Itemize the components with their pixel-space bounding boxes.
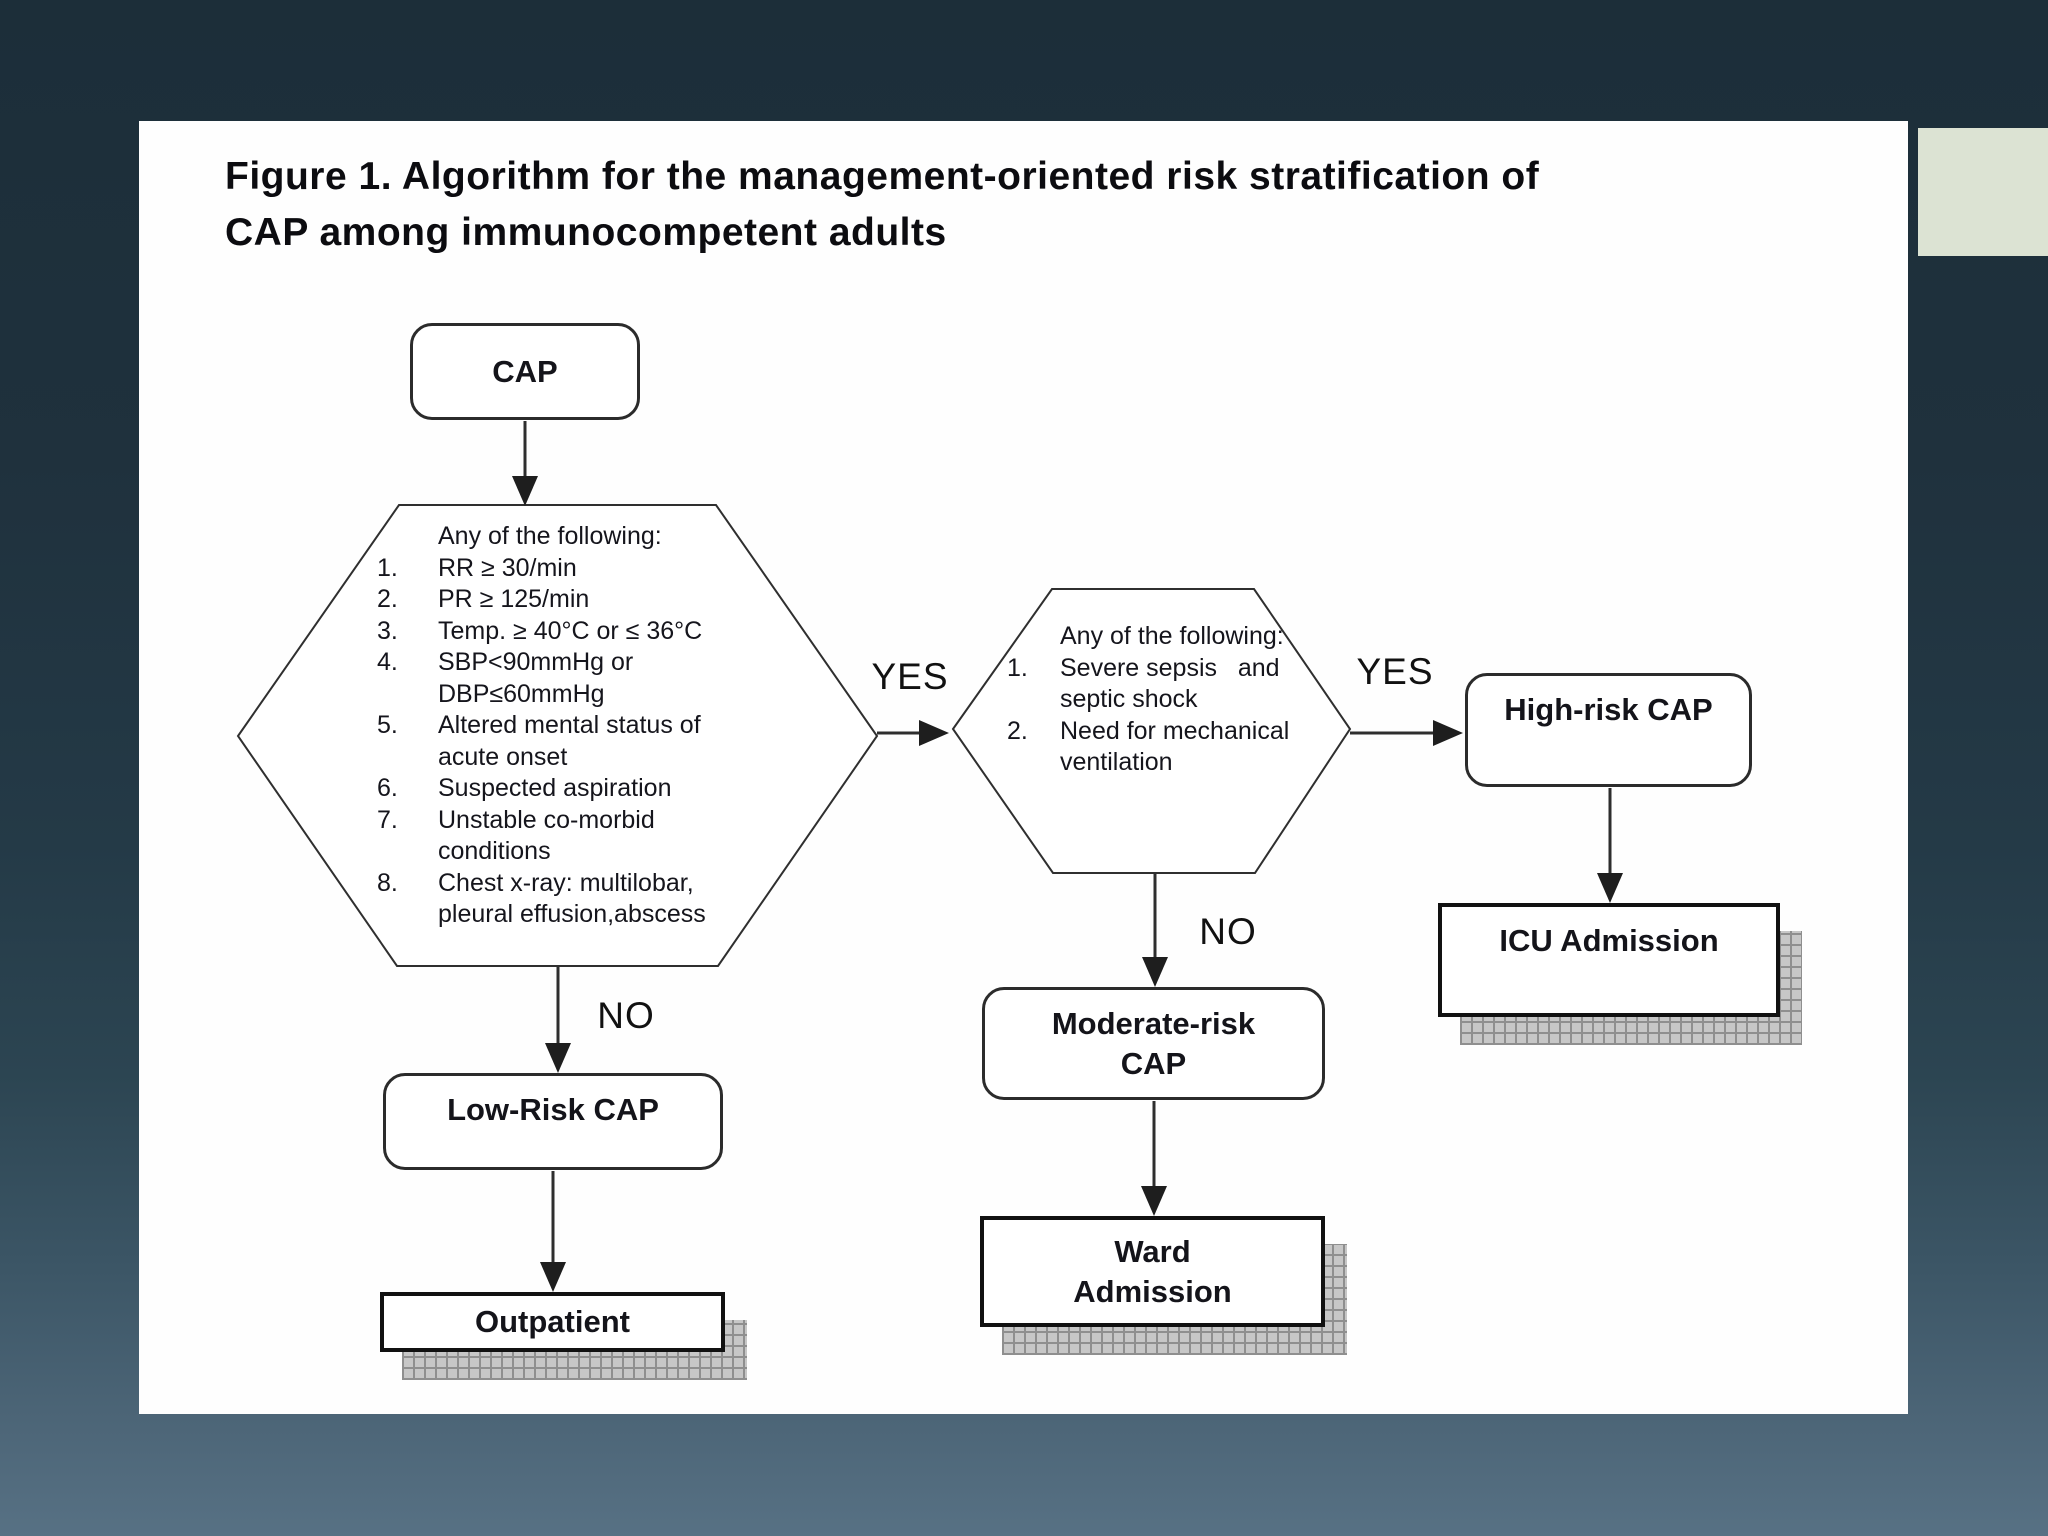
- criteria-item: 3. Temp. ≥ 40°C or ≤ 36°C: [377, 616, 847, 648]
- item-number: 8.: [377, 868, 398, 897]
- title-line-1: Figure 1. Algorithm for the management-o…: [225, 155, 1540, 198]
- flow-node-low-risk-cap: Low-Risk CAP: [383, 1073, 723, 1170]
- title-line-2: CAP among immunocompetent adults: [225, 211, 947, 254]
- item-number: 2.: [377, 585, 398, 613]
- item-number: 7.: [377, 805, 398, 834]
- decision2-criteria: Any of the following: 1. Severe sepsis a…: [1007, 621, 1337, 779]
- item-text: Severe sepsis and septic shock: [1060, 653, 1280, 714]
- item-number: 5.: [377, 711, 398, 739]
- criteria-item: 5. Altered mental status of acute onset: [377, 710, 847, 773]
- terminal-node-ward-admission: Ward Admission: [980, 1216, 1325, 1327]
- slide-content-area: Figure 1. Algorithm for the management-o…: [139, 121, 1908, 1414]
- item-text: Suspected aspiration: [438, 774, 672, 802]
- item-text: PR ≥ 125/min: [438, 585, 590, 613]
- item-number: 1.: [1007, 653, 1028, 682]
- criteria-item: 7. Unstable co-morbid conditions: [377, 805, 847, 868]
- decision2-header: Any of the following:: [1060, 622, 1284, 650]
- criteria-item: 6. Suspected aspiration: [377, 773, 847, 805]
- item-text: Need for mechanical ventilation: [1060, 716, 1290, 777]
- item-number: 1.: [377, 553, 398, 582]
- criteria-item: 1. Severe sepsis and septic shock: [1007, 653, 1337, 716]
- decision2-hexagon: [951, 588, 1352, 874]
- item-number: 6.: [377, 774, 398, 802]
- decision1-hexagon: [236, 504, 879, 967]
- flow-node-high-risk-cap: High-risk CAP: [1465, 673, 1752, 787]
- edge-label-yes-1: YES: [871, 656, 949, 697]
- decision1-criteria: Any of the following: 1. RR ≥ 30/min 2. …: [377, 521, 847, 931]
- edge-label-no-2: NO: [1199, 911, 1257, 952]
- item-text: Temp. ≥ 40°C or ≤ 36°C: [438, 616, 703, 645]
- flowchart-canvas: [236, 421, 1623, 1292]
- terminal-node-icu-admission: ICU Admission: [1438, 903, 1780, 1017]
- item-text: Chest x-ray: multilobar, pleural effusio…: [438, 868, 706, 929]
- terminal-node-outpatient: Outpatient: [380, 1292, 725, 1352]
- flow-node-moderate-risk-cap: Moderate-risk CAP: [982, 987, 1325, 1100]
- criteria-item: 1. RR ≥ 30/min: [377, 553, 847, 585]
- item-text: Altered mental status of acute onset: [438, 711, 701, 771]
- criteria-item: 2. Need for mechanical ventilation: [1007, 716, 1337, 779]
- page-title: Figure 1. Algorithm for the management-o…: [225, 149, 1539, 261]
- criteria-item: 4. SBP<90mmHg or DBP≤60mmHg: [377, 647, 847, 710]
- item-text: Unstable co-morbid conditions: [438, 805, 655, 866]
- criteria-item: 8. Chest x-ray: multilobar, pleural effu…: [377, 868, 847, 931]
- flow-node-cap: CAP: [410, 323, 640, 420]
- criteria-item: 2. PR ≥ 125/min: [377, 584, 847, 616]
- edge-label-no-1: NO: [597, 995, 655, 1036]
- item-number: 3.: [377, 616, 398, 645]
- item-number: 4.: [377, 648, 398, 676]
- item-text: SBP<90mmHg or DBP≤60mmHg: [438, 648, 634, 708]
- edge-label-yes-2: YES: [1356, 651, 1434, 692]
- corner-accent-tab: [1918, 128, 2048, 256]
- decision1-header: Any of the following:: [438, 522, 662, 550]
- item-text: RR ≥ 30/min: [438, 553, 577, 582]
- item-number: 2.: [1007, 716, 1028, 745]
